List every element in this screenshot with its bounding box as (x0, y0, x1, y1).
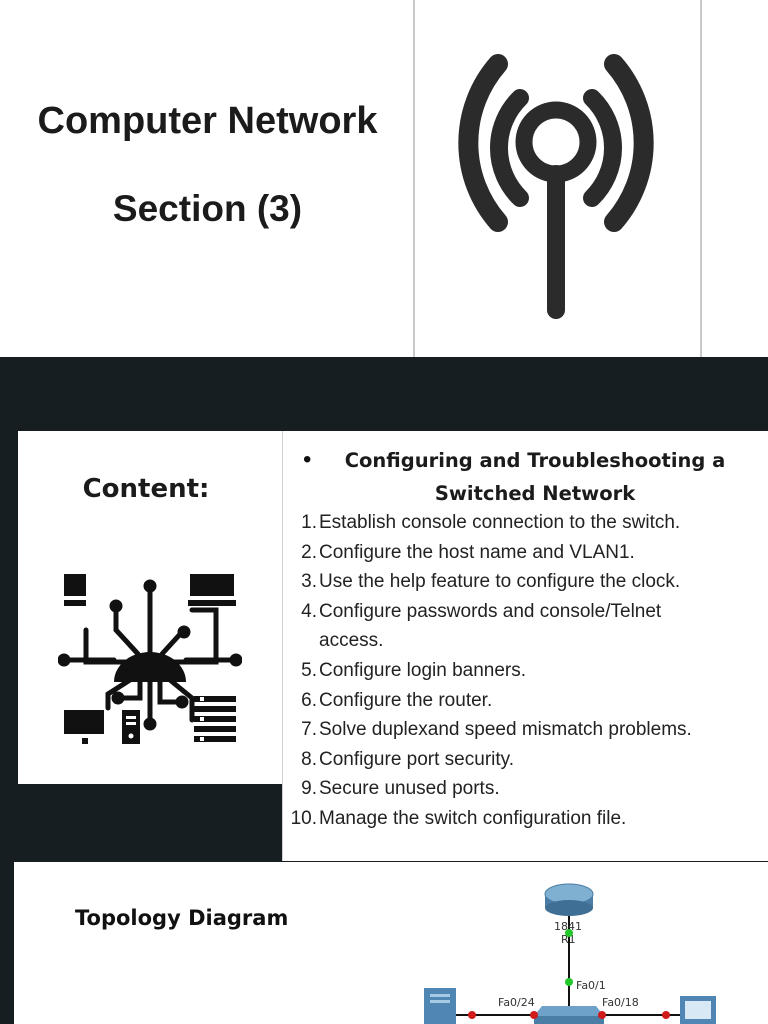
list-item-text: Configure the host name and VLAN1. (319, 541, 635, 563)
topology-heading: Topology Diagram (75, 906, 289, 930)
router-icon (544, 883, 594, 916)
list-item-number: 7. (301, 719, 317, 741)
list-item-number: 8. (301, 748, 317, 770)
list-item: 6.Configure the router. (288, 686, 758, 716)
link-up-indicator (565, 929, 573, 937)
list-item-number: 6. (301, 689, 317, 711)
list-item-text: Configure passwords and console/Telnet a… (319, 600, 662, 652)
section-heading: Configuring and Troubleshooting a Switch… (344, 449, 726, 505)
list-item: 1.Establish console connection to the sw… (288, 508, 758, 538)
pc-icon (680, 996, 716, 1024)
list-item-number: 2. (301, 541, 317, 563)
list-item-number: 3. (301, 571, 317, 593)
list-item-text: Establish console connection to the swit… (319, 512, 681, 533)
link-up-indicator (565, 978, 573, 986)
list-item: 3.Use the help feature to configure the … (288, 567, 758, 597)
router-name-label: R1 (561, 933, 576, 946)
port-label-server: Fa0/24 (498, 996, 535, 1009)
list-item-number: 9. (301, 778, 317, 800)
port-label-router: Fa0/1 (576, 979, 606, 992)
list-item-text: Use the help feature to configure the cl… (319, 571, 681, 593)
link-down-indicator (468, 1011, 476, 1019)
network-chip-icon (58, 574, 242, 744)
panel-divider (282, 431, 283, 861)
slide-subtitle: Section (3) (112, 188, 303, 229)
task-list: 1.Establish console connection to the sw… (288, 508, 758, 834)
list-item-text: Configure the router. (319, 689, 493, 711)
link-down-indicator (530, 1011, 538, 1019)
server-icon (424, 988, 456, 1024)
slide-divider (413, 0, 415, 357)
list-item: 8.Configure port security. (288, 745, 758, 775)
switch-icon (534, 1006, 604, 1024)
list-item: 7.Solve duplexand speed mismatch problem… (288, 715, 758, 745)
list-item-text: Manage the switch configuration file. (319, 807, 627, 829)
list-item-number: 10. (290, 807, 317, 829)
slide-title: Computer Network (37, 100, 378, 142)
link-down-indicator (662, 1011, 670, 1019)
bullet-icon: • (303, 446, 312, 473)
list-item-number: 4. (301, 600, 317, 622)
content-heading: Content: (82, 474, 210, 504)
list-item: 10.Manage the switch configuration file. (288, 804, 758, 834)
router-model-label: 1841 (554, 920, 582, 933)
list-item: 9.Secure unused ports. (288, 774, 758, 804)
list-item: 4.Configure passwords and console/Telnet… (288, 597, 758, 656)
broadcast-antenna-icon (458, 54, 654, 319)
list-item-number: 1. (301, 512, 317, 533)
list-item-text: Secure unused ports. (319, 778, 500, 800)
list-item: 2.Configure the host name and VLAN1. (288, 538, 758, 568)
task-panel (283, 431, 768, 861)
list-item-text: Solve duplexand speed mismatch problems. (319, 719, 692, 741)
list-item-text: Configure port security. (319, 748, 515, 770)
topology-diagram: 1841 R1 Fa0/1 Fa0/24 Fa0/18 (424, 883, 716, 1024)
port-label-pc: Fa0/18 (602, 996, 639, 1009)
link-down-indicator (598, 1011, 606, 1019)
topology-slide (14, 862, 768, 1024)
list-item: 5.Configure login banners. (288, 656, 758, 686)
list-item-text: Configure login banners. (319, 659, 527, 681)
slide-divider (700, 0, 702, 357)
list-item-number: 5. (301, 659, 317, 681)
